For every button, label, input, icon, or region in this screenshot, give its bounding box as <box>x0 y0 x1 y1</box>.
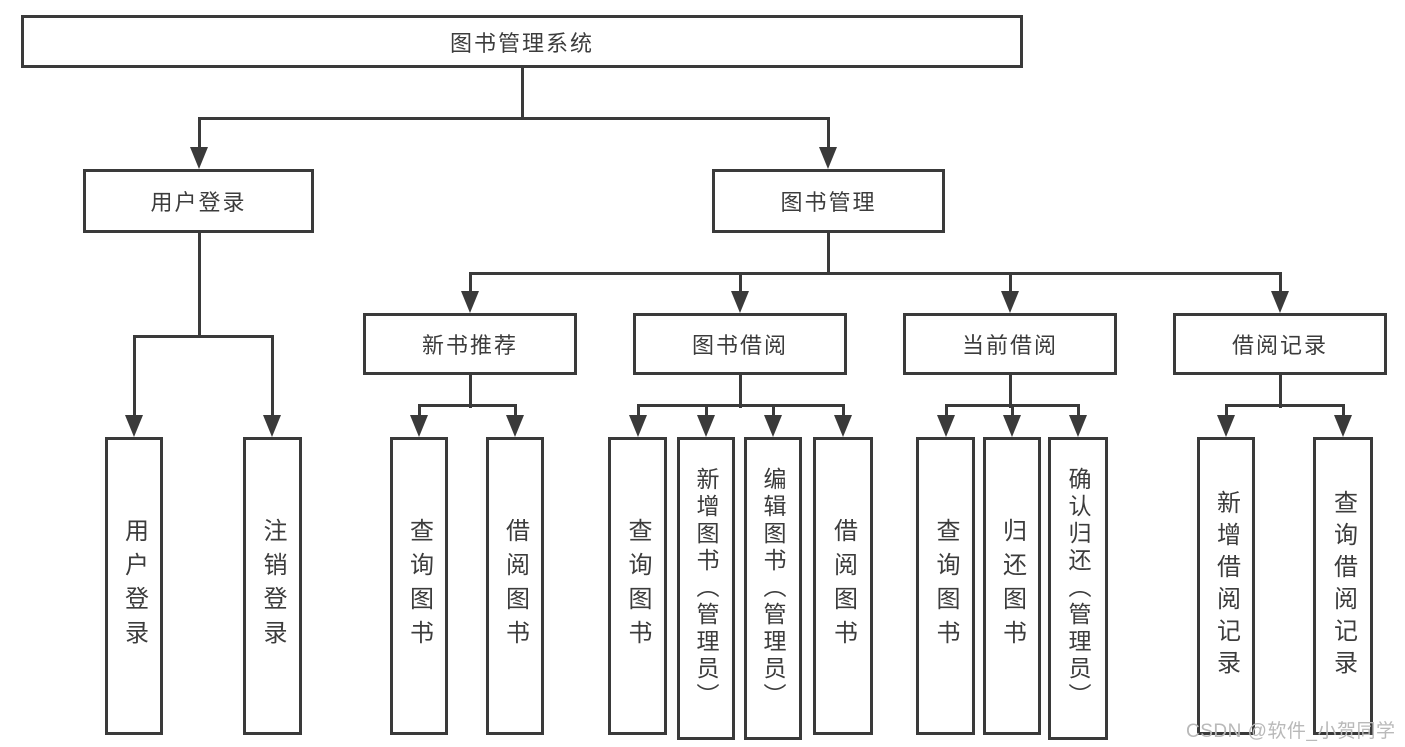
connector-line <box>771 403 775 418</box>
arrowhead-icon <box>731 291 749 313</box>
arrowhead-icon <box>834 415 852 437</box>
connector-line <box>841 403 845 418</box>
connector-line <box>417 403 421 418</box>
node-borrow-books-leaf: 借阅图书 <box>813 437 873 735</box>
arrowhead-icon <box>764 415 782 437</box>
connector-line <box>738 373 742 408</box>
connector-line <box>520 65 524 120</box>
node-new-book-recommend: 新书推荐 <box>363 313 577 375</box>
node-library-management-system: 图书管理系统 <box>21 15 1023 68</box>
arrowhead-icon <box>1334 415 1352 437</box>
node-borrow-records: 借阅记录 <box>1173 313 1387 375</box>
connector-line <box>270 334 274 418</box>
arrowhead-icon <box>1001 291 1019 313</box>
node-edit-book-admin: 编辑图书（管理员） <box>744 437 802 740</box>
node-add-borrow-record: 新增借阅记录 <box>1197 437 1255 735</box>
node-query-borrow-record: 查询借阅记录 <box>1313 437 1373 735</box>
node-book-management: 图书管理 <box>712 169 945 233</box>
connector-line <box>132 334 274 338</box>
arrowhead-icon <box>1271 291 1289 313</box>
arrowhead-icon <box>1217 415 1235 437</box>
node-query-books-current: 查询图书 <box>916 437 975 735</box>
connector-line <box>1224 403 1345 407</box>
node-borrow-books-recommend: 借阅图书 <box>486 437 544 735</box>
node-confirm-return-admin: 确认归还（管理员） <box>1048 437 1108 740</box>
connector-line <box>1008 271 1012 294</box>
node-user-login: 用户登录 <box>83 169 314 233</box>
connector-line <box>704 403 708 418</box>
arrowhead-icon <box>629 415 647 437</box>
connector-line <box>468 373 472 408</box>
arrowhead-icon <box>1069 415 1087 437</box>
connector-line <box>1341 403 1345 418</box>
watermark-text: CSDN @软件_小贺同学 <box>1186 721 1396 742</box>
arrowhead-icon <box>1003 415 1021 437</box>
connector-line <box>197 231 201 338</box>
node-user-login-leaf: 用户登录 <box>105 437 163 735</box>
arrowhead-icon <box>506 415 524 437</box>
arrowhead-icon <box>697 415 715 437</box>
connector-line <box>636 403 640 418</box>
node-logout-leaf: 注销登录 <box>243 437 302 735</box>
connector-line <box>197 116 830 120</box>
connector-line <box>826 116 830 150</box>
connector-line <box>738 271 742 294</box>
arrowhead-icon <box>461 291 479 313</box>
node-query-books-recommend: 查询图书 <box>390 437 448 735</box>
connector-line <box>1076 403 1080 418</box>
arrowhead-icon <box>190 147 208 169</box>
connector-line <box>1278 373 1282 408</box>
connector-line <box>1224 403 1228 418</box>
node-query-books-borrow: 查询图书 <box>608 437 667 735</box>
node-add-book-admin: 新增图书（管理员） <box>677 437 735 740</box>
arrowhead-icon <box>125 415 143 437</box>
connector-line <box>636 403 845 407</box>
arrowhead-icon <box>263 415 281 437</box>
connector-line <box>197 116 201 150</box>
node-book-borrow: 图书借阅 <box>633 313 847 375</box>
connector-line <box>1010 403 1014 418</box>
connector-line <box>1278 271 1282 294</box>
connector-line <box>468 271 472 294</box>
node-return-book: 归还图书 <box>983 437 1041 735</box>
connector-line <box>417 403 517 407</box>
connector-line <box>513 403 517 418</box>
node-current-borrow: 当前借阅 <box>903 313 1117 375</box>
connector-line <box>468 271 1282 275</box>
arrowhead-icon <box>937 415 955 437</box>
connector-line <box>944 403 948 418</box>
arrowhead-icon <box>819 147 837 169</box>
connector-line <box>1008 373 1012 408</box>
connector-line <box>132 334 136 418</box>
connector-line <box>826 231 830 275</box>
arrowhead-icon <box>410 415 428 437</box>
